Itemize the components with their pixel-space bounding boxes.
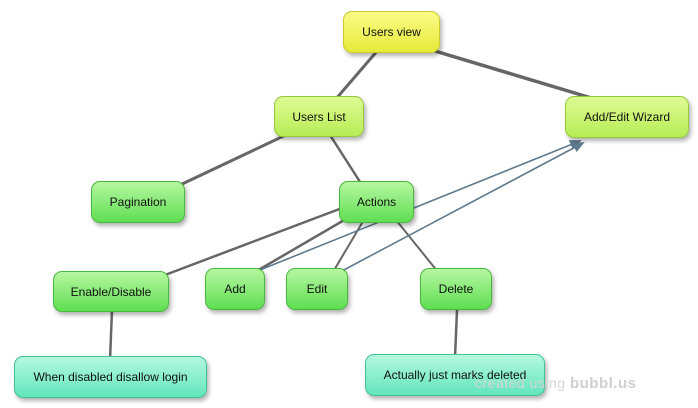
node-add-label: Add <box>224 282 246 296</box>
node-delete-label: Delete <box>438 282 474 296</box>
link-usersview-wizard <box>423 46 600 102</box>
arrow-add-wizard <box>254 140 582 273</box>
node-pagination-label: Pagination <box>109 195 167 209</box>
link-usersview-userslist <box>333 48 380 102</box>
node-add-edit-wizard-label: Add/Edit Wizard <box>583 110 671 124</box>
node-actions[interactable]: Actions <box>339 181 414 223</box>
link-delete-marks <box>453 308 459 360</box>
node-actions-label: Actions <box>356 195 397 209</box>
link-userslist-pagination <box>178 131 292 187</box>
node-delete[interactable]: Delete <box>420 268 492 310</box>
node-users-list-label: Users List <box>292 109 346 124</box>
node-enable-disable[interactable]: Enable/Disable <box>53 271 169 312</box>
link-userslist-actions <box>328 133 364 187</box>
node-edit[interactable]: Edit <box>286 268 348 310</box>
node-edit-label: Edit <box>306 282 328 296</box>
node-add[interactable]: Add <box>205 268 265 310</box>
node-users-view[interactable]: Users view <box>343 11 440 53</box>
node-users-list[interactable]: Users List <box>274 96 364 137</box>
link-actions-add <box>253 210 360 274</box>
link-actions-edit <box>332 217 366 273</box>
node-pagination[interactable]: Pagination <box>91 181 185 223</box>
link-actions-enable <box>163 203 352 277</box>
arrow-edit-wizard <box>339 142 585 273</box>
node-marks-deleted[interactable]: Actually just marks deleted <box>365 354 545 396</box>
node-users-view-label: Users view <box>362 25 421 39</box>
node-when-disabled[interactable]: When disabled disallow login <box>14 356 207 398</box>
node-marks-deleted-label: Actually just marks deleted <box>383 368 527 382</box>
node-when-disabled-label: When disabled disallow login <box>33 370 188 384</box>
link-enable-disabled <box>108 308 114 362</box>
link-actions-delete <box>391 214 439 273</box>
node-add-edit-wizard[interactable]: Add/Edit Wizard <box>565 96 689 138</box>
node-enable-disable-label: Enable/Disable <box>70 284 152 299</box>
